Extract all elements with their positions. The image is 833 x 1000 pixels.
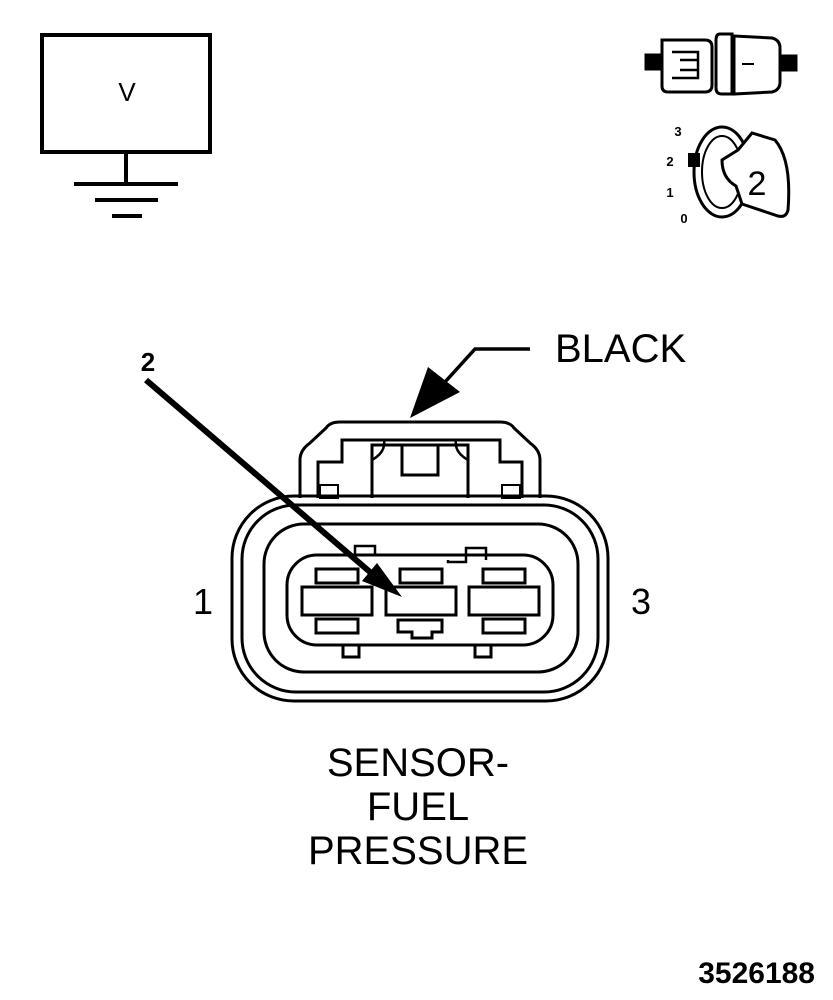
connector-name-line-2: FUEL <box>367 785 469 829</box>
ignition-key-position-label: 2 <box>748 165 767 203</box>
connector-name-line-1: SENSOR- <box>327 741 509 785</box>
connector-disconnect-icon <box>644 32 798 96</box>
voltmeter-ground-icon <box>40 33 212 218</box>
ignition-position-3: 3 <box>674 124 681 139</box>
pin-1-label: 1 <box>193 581 213 622</box>
pin-callout-label: 2 <box>141 347 155 377</box>
ignition-position-2: 2 <box>666 154 673 169</box>
connector-name-line-3: PRESSURE <box>308 829 528 873</box>
three-pin-connector-face <box>230 420 610 703</box>
color-callout-arrow <box>410 347 530 418</box>
pin-3-label: 3 <box>631 581 651 622</box>
ignition-key-icon <box>688 125 791 219</box>
meter-symbol: V <box>118 77 136 107</box>
figure-id: 3526188 <box>698 957 815 990</box>
ignition-position-1: 1 <box>666 185 673 200</box>
ignition-position-0: 0 <box>680 211 687 226</box>
pin-callout-arrow <box>144 377 402 597</box>
connector-color-label: BLACK <box>555 327 686 371</box>
